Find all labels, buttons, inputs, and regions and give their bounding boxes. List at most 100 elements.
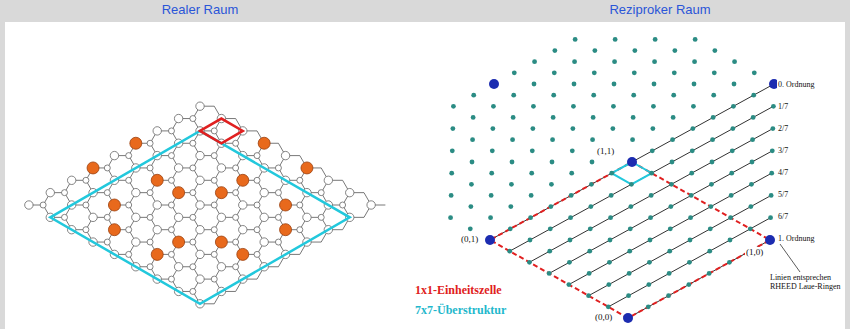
fractional-spot — [592, 48, 597, 53]
fractional-spot — [548, 204, 553, 209]
fractional-spot — [547, 249, 552, 254]
fractional-spot — [729, 193, 734, 198]
atom — [25, 201, 33, 209]
atom — [260, 213, 268, 221]
laue-line — [628, 239, 772, 318]
fractional-spot — [727, 260, 732, 265]
fractional-spot — [671, 93, 676, 98]
fractional-spot — [468, 204, 473, 209]
fractional-spot — [571, 104, 576, 109]
atom — [217, 263, 225, 271]
fractional-spot — [646, 304, 651, 309]
atom — [367, 201, 375, 209]
fractional-spot — [568, 215, 573, 220]
fractional-spot — [629, 182, 634, 187]
bond-group — [29, 106, 386, 304]
fractional-spot — [650, 126, 655, 131]
fractional-spot — [612, 82, 617, 87]
laue-line — [589, 195, 772, 296]
fractional-spot — [732, 59, 737, 64]
atom — [168, 276, 174, 282]
atom — [211, 227, 217, 233]
fractional-spot — [707, 249, 712, 254]
fractional-spot — [508, 226, 513, 231]
fractional-spot — [728, 215, 733, 220]
fractional-spot — [652, 82, 657, 87]
adatom — [151, 174, 163, 186]
atom — [196, 151, 204, 159]
atom — [40, 202, 46, 208]
fractional-spot — [667, 249, 672, 254]
atom — [275, 190, 281, 196]
fractional-spot — [552, 48, 557, 53]
fractional-spot — [646, 282, 651, 287]
atom — [211, 153, 217, 159]
atom — [147, 239, 153, 245]
fractional-spot — [731, 104, 736, 109]
spot-index: (1,0) — [745, 247, 764, 257]
fractional-spot — [590, 160, 595, 165]
atom — [196, 275, 204, 283]
atom — [147, 190, 153, 196]
fractional-spot — [610, 126, 615, 131]
fractional-spot — [530, 126, 535, 131]
order-label: 3/7 — [777, 146, 789, 155]
atom — [126, 251, 132, 257]
atom — [211, 128, 217, 134]
fractional-spot — [550, 160, 555, 165]
fractional-spot — [527, 260, 532, 265]
fractional-spot — [690, 126, 695, 131]
fractional-spot — [549, 182, 554, 187]
fractional-spot — [568, 238, 573, 243]
laue-line — [569, 173, 772, 285]
atom — [153, 201, 161, 209]
order-label: 5/7 — [777, 190, 789, 199]
adatom-group — [87, 137, 313, 260]
atom — [217, 164, 225, 172]
adatom — [280, 224, 292, 236]
fractional-spot — [607, 260, 612, 265]
atom — [190, 239, 196, 245]
fractional-spot — [488, 215, 493, 220]
fractional-spot — [653, 37, 658, 42]
fractional-spot — [647, 260, 652, 265]
atom — [153, 127, 161, 135]
atom — [147, 214, 153, 220]
fractional-spot — [668, 226, 673, 231]
fractional-spot — [449, 193, 454, 198]
order-label: 2/7 — [777, 124, 789, 133]
fractional-spot — [692, 82, 697, 87]
fractional-spot — [510, 160, 515, 165]
atom — [168, 251, 174, 257]
atom — [211, 202, 217, 208]
atom — [196, 250, 204, 258]
fractional-spot — [606, 304, 611, 309]
fractional-spot — [712, 48, 717, 53]
atom — [190, 165, 196, 171]
atom — [190, 140, 196, 146]
integer-spot — [623, 313, 633, 323]
atom — [211, 276, 217, 282]
white-panel — [5, 22, 845, 329]
atom — [62, 190, 68, 196]
fractional-spot — [750, 160, 755, 165]
fractional-spot — [687, 260, 692, 265]
fractional-spot — [612, 59, 617, 64]
fractional-spot — [648, 215, 653, 220]
spot-index: (1,1) — [596, 146, 615, 156]
fractional-spot — [751, 115, 756, 120]
fractional-spot — [693, 37, 698, 42]
atom — [281, 151, 289, 159]
fractional-spot — [751, 93, 756, 98]
fractional-spot — [672, 48, 677, 53]
atom — [196, 102, 204, 110]
fractional-spot — [572, 59, 577, 64]
fractional-spot — [588, 226, 593, 231]
atom — [174, 164, 182, 172]
fractional-spot — [587, 271, 592, 276]
fractional-spot — [509, 182, 514, 187]
laue-line — [608, 217, 772, 307]
atom — [147, 264, 153, 270]
adatom — [173, 187, 185, 199]
order-label: 4/7 — [777, 168, 789, 177]
